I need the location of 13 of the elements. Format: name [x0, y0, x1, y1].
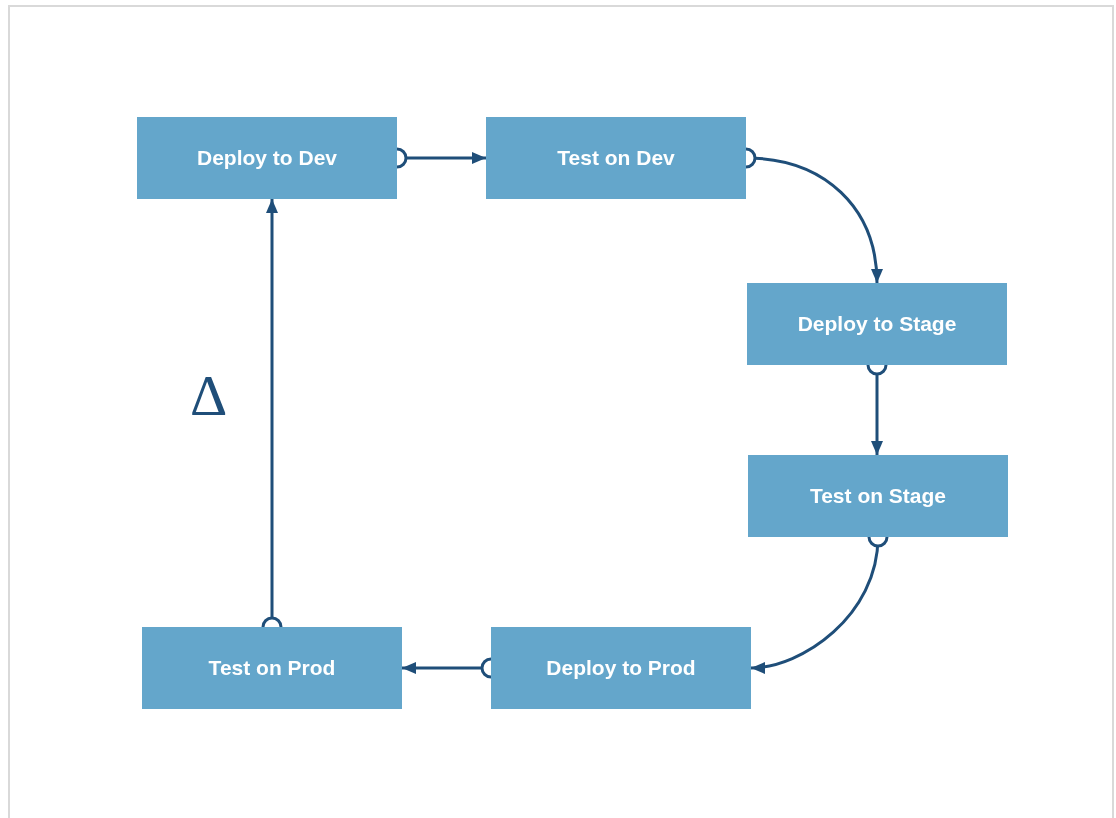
process-box: [137, 117, 397, 199]
box-label: Test on Prod: [208, 656, 336, 680]
process-box: [747, 283, 1007, 365]
process-box: [142, 627, 402, 709]
delta-symbol: Δ: [190, 362, 228, 429]
process-box: [486, 117, 746, 199]
box-label: Test on Stage: [809, 484, 947, 508]
process-box: [491, 627, 751, 709]
box-label: Deploy to Stage: [797, 312, 957, 336]
box-label: Deploy to Dev: [197, 146, 337, 170]
box-label: Deploy to Prod: [546, 656, 696, 680]
box-label: Test on Dev: [557, 146, 675, 170]
process-box: [748, 455, 1008, 537]
